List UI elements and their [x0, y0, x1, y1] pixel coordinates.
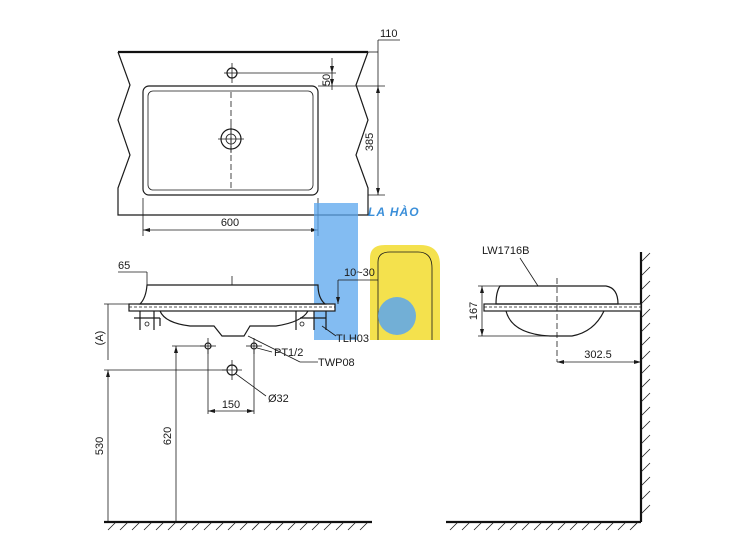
dim-150-label: 150 [222, 399, 240, 411]
dim-50-arrow-bottom [330, 79, 334, 86]
o32-leader [235, 373, 267, 397]
dim-167-arrow-bottom [480, 329, 484, 336]
counter-slab [128, 303, 336, 312]
tlh03-leader [321, 325, 337, 337]
dim-65-label: 65 [118, 260, 130, 272]
basin-outer [142, 85, 319, 196]
dim-10-30-arrow [336, 297, 340, 304]
side-counter-slab [483, 303, 642, 312]
twp08-label: TWP08 [318, 357, 355, 369]
dim-10-30-label: 10~30 [344, 267, 375, 279]
twp08-leader [247, 335, 301, 363]
dim-302-label: 302.5 [584, 349, 612, 361]
model-leader [519, 257, 539, 287]
side-basin-rim [495, 285, 619, 305]
dim-50-label: 50 [321, 74, 333, 86]
counter-outline [117, 51, 369, 216]
bracket-right-icon [295, 311, 327, 330]
dim-110-label: 110 [380, 28, 398, 40]
dim-385-arrow-bottom [376, 188, 380, 195]
dim-530-label: 530 [94, 437, 106, 455]
watermark-logo: LA HÀO [314, 203, 440, 340]
dim-385-label: 385 [364, 133, 376, 151]
basin-bowl [159, 310, 309, 337]
bracket-bolt-right [299, 321, 305, 327]
dim-620-arrow-top [174, 346, 178, 353]
floor-hatch-front [107, 521, 369, 531]
model-label: LW1716B [482, 245, 530, 257]
dim-a-label: (A) [94, 331, 106, 346]
dim-167-label: 167 [468, 302, 480, 320]
dim-167-arrow-top [480, 286, 484, 293]
watermark-blue-bar [314, 203, 358, 340]
bracket-left-icon [134, 311, 161, 330]
dim-620-label: 620 [162, 427, 174, 445]
wall-hatch [640, 252, 651, 515]
o32-label: Ø32 [268, 393, 289, 405]
dim-600-label: 600 [221, 217, 239, 229]
dim-385-arrow-top [376, 86, 380, 93]
side-view: LW1716B 167 302.5 [446, 245, 651, 531]
pt12-leader [256, 347, 273, 353]
dim-302-arrow-left [557, 360, 564, 364]
watermark-text: LA HÀO [368, 204, 420, 219]
bracket-bolt-left [144, 321, 150, 327]
top-view: 600 385 50 110 [117, 28, 400, 236]
side-basin-bowl [505, 310, 605, 337]
dim-150-arrow-left [208, 409, 215, 413]
dim-530-arrow-top [106, 370, 110, 377]
watermark-blue-circle [378, 297, 416, 335]
basin-rim [138, 284, 327, 305]
dim-600-arrow-left [143, 228, 150, 232]
front-view: 65 10~30 TLH03 TWP08 PT1/2 Ø32 [94, 260, 378, 531]
dim-150-arrow-right [247, 409, 254, 413]
dim-50-arrow-top [330, 66, 334, 73]
basin-inner [147, 90, 314, 191]
tlh03-label: TLH03 [336, 333, 369, 345]
floor-hatch-side [449, 521, 639, 531]
pt12-label: PT1/2 [274, 347, 303, 359]
watermark-yellow-stripe [377, 251, 433, 340]
dim-302-arrow-right [634, 360, 641, 364]
